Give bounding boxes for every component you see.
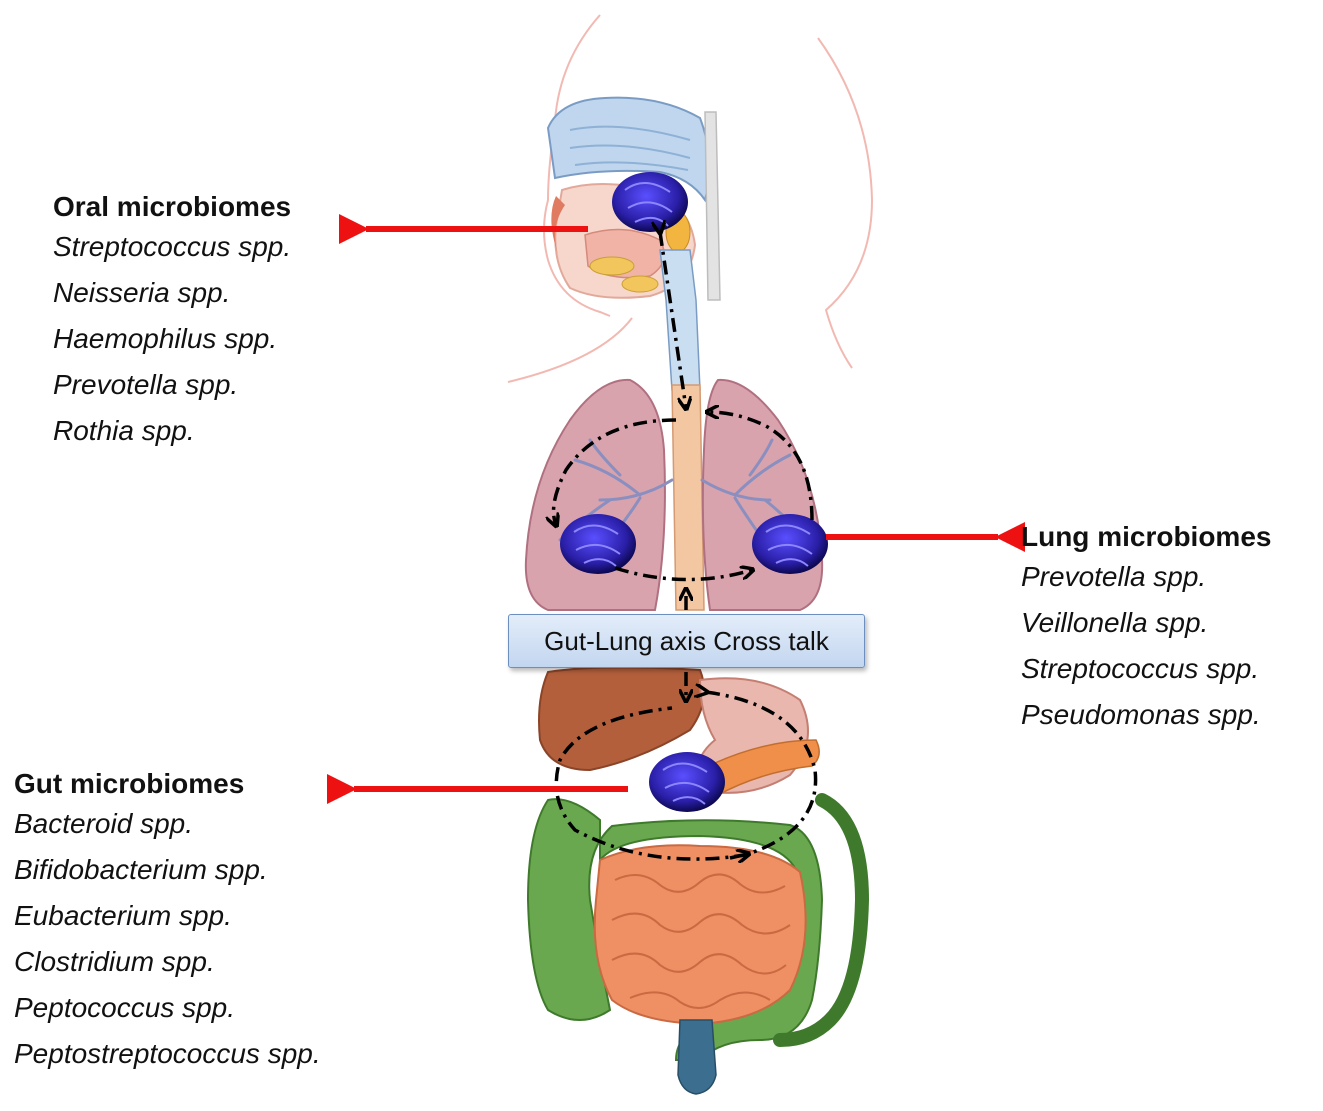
gut-species: Eubacterium spp. xyxy=(14,900,232,931)
lips xyxy=(551,196,565,260)
oral-species: Prevotella spp. xyxy=(53,369,239,400)
crosstalk-arrows xyxy=(554,232,818,861)
gut-species: Peptostreptococcus spp. xyxy=(14,1038,321,1069)
gut-loop-arrowhead xyxy=(729,854,748,858)
lung-species: Streptococcus spp. xyxy=(1021,653,1260,684)
head-outline xyxy=(543,14,611,317)
left-lung-microbe-cluster xyxy=(560,514,636,574)
pancreas xyxy=(698,739,820,797)
oral-species: Streptococcus spp. xyxy=(53,231,292,262)
oral-title: Oral microbiomes xyxy=(53,191,292,222)
nasal-turbinates xyxy=(569,125,691,171)
back-outline xyxy=(817,37,874,369)
oral-species: Rothia spp. xyxy=(53,415,195,446)
gut-microbe-cluster xyxy=(649,752,725,812)
gut-microbiome-list: Gut microbiomes Bacteroid spp. Bifidobac… xyxy=(14,767,321,1077)
spine-column xyxy=(704,111,721,301)
right-lung-microbe-cluster xyxy=(752,514,828,574)
gut-species: Bifidobacterium spp. xyxy=(14,854,268,885)
large-intestine xyxy=(526,798,824,1061)
oral-microbiome-list: Oral microbiomes Streptococcus spp. Neis… xyxy=(53,190,291,454)
lung-species: Prevotella spp. xyxy=(1021,561,1207,592)
large-intestine-right-edge xyxy=(773,793,870,1047)
rectum xyxy=(677,1019,717,1095)
gut-species: Clostridium spp. xyxy=(14,946,215,977)
gut-species: Bacteroid spp. xyxy=(14,808,193,839)
gut-species: Peptococcus spp. xyxy=(14,992,236,1023)
salivary-gland-2 xyxy=(621,275,659,293)
neck-outline-left xyxy=(507,317,633,383)
lung-microbiome-list: Lung microbiomes Prevotella spp. Veillon… xyxy=(1021,520,1271,738)
salivary-gland-1 xyxy=(589,256,635,276)
gut-loop-arrow xyxy=(554,692,818,861)
oral-species: Haemophilus spp. xyxy=(53,323,278,354)
lung-title: Lung microbiomes xyxy=(1021,521,1272,552)
lung-species: Pseudomonas spp. xyxy=(1021,699,1261,730)
lung-species: Veillonella spp. xyxy=(1021,607,1209,638)
small-intestine-folds xyxy=(611,873,791,1009)
oral-microbe-cluster xyxy=(612,172,688,232)
lung-loop-left-arrow xyxy=(554,418,677,525)
lung-loop-right-arrow xyxy=(708,412,814,521)
right-bronchial-tree xyxy=(700,438,808,557)
oral-to-lung-arrow xyxy=(660,232,686,408)
oral-species: Neisseria spp. xyxy=(53,277,231,308)
small-intestine xyxy=(593,844,807,1026)
lung-loop-bottom-arrow xyxy=(614,568,752,582)
trachea xyxy=(671,384,705,611)
gut-lung-axis-label: Gut-Lung axis Cross talk xyxy=(508,614,865,668)
gut-title: Gut microbiomes xyxy=(14,768,245,799)
